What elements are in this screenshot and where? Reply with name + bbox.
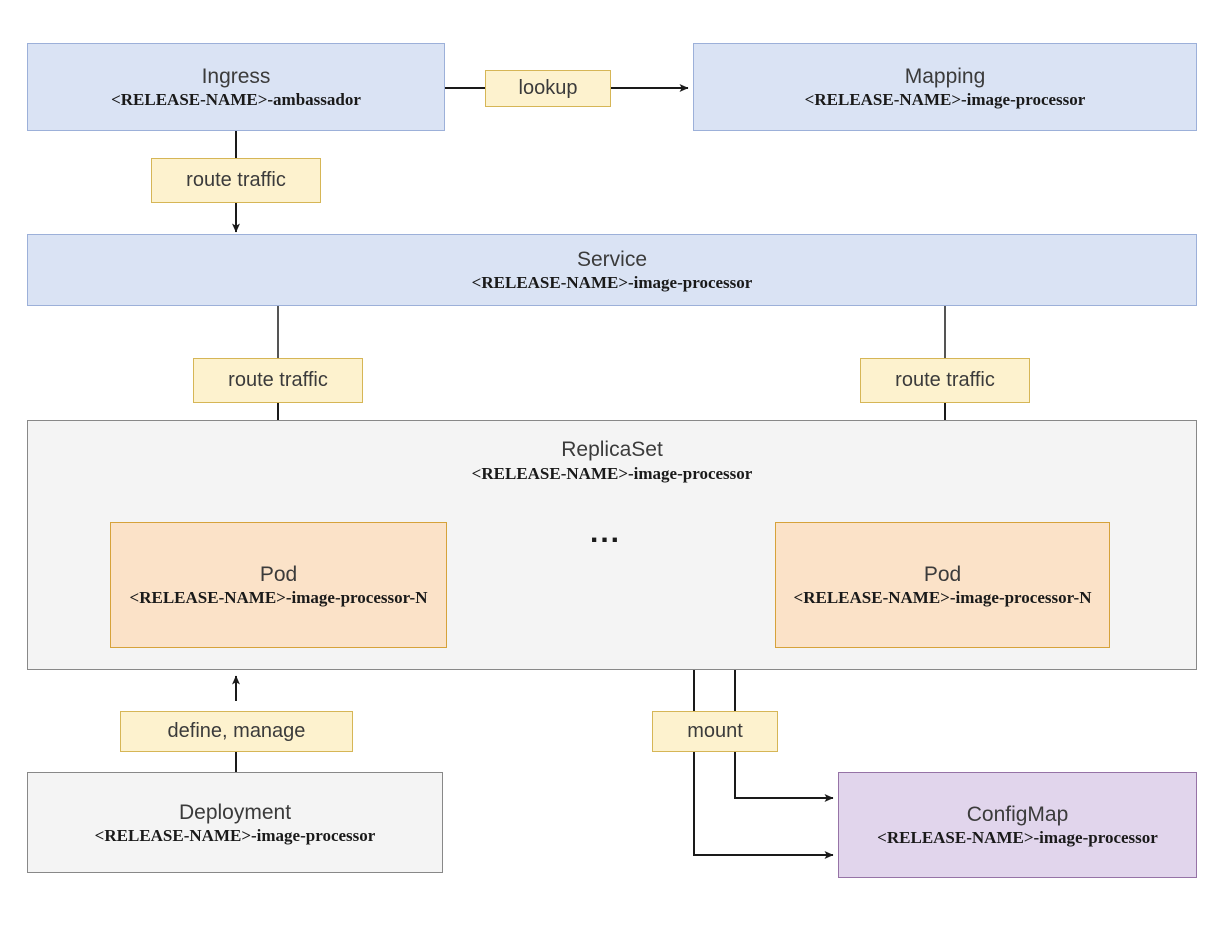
node-service[interactable]: Service <RELEASE-NAME>-image-processor xyxy=(27,234,1197,306)
service-title: Service xyxy=(576,248,648,271)
edge-label-define-manage[interactable]: define, manage xyxy=(120,711,353,752)
ingress-title: Ingress xyxy=(201,65,271,88)
replicaset-title: ReplicaSet xyxy=(561,438,663,461)
configmap-subtitle: <RELEASE-NAME>-image-processor xyxy=(877,828,1158,847)
node-configmap[interactable]: ConfigMap <RELEASE-NAME>-image-processor xyxy=(838,772,1197,878)
mapping-subtitle: <RELEASE-NAME>-image-processor xyxy=(804,90,1086,109)
pod-right-title: Pod xyxy=(923,563,962,586)
edge-label-mount[interactable]: mount xyxy=(652,711,778,752)
node-deployment[interactable]: Deployment <RELEASE-NAME>-image-processo… xyxy=(27,772,443,873)
node-pod-right[interactable]: Pod <RELEASE-NAME>-image-processor-N xyxy=(775,522,1110,648)
mapping-title: Mapping xyxy=(904,65,986,88)
pods-ellipsis: ... xyxy=(590,516,622,549)
edge-label-route-traffic-ingress[interactable]: route traffic xyxy=(151,158,321,203)
service-subtitle: <RELEASE-NAME>-image-processor xyxy=(471,273,753,292)
pod-right-subtitle: <RELEASE-NAME>-image-processor-N xyxy=(793,588,1092,607)
edge-label-lookup[interactable]: lookup xyxy=(485,70,611,107)
node-ingress[interactable]: Ingress <RELEASE-NAME>-ambassador xyxy=(27,43,445,131)
deployment-title: Deployment xyxy=(178,800,292,824)
ingress-subtitle: <RELEASE-NAME>-ambassador xyxy=(111,90,361,109)
edge-label-route-traffic-left[interactable]: route traffic xyxy=(193,358,363,403)
replicaset-subtitle: <RELEASE-NAME>-image-processor xyxy=(471,464,753,483)
pod-left-title: Pod xyxy=(259,563,298,586)
node-pod-left[interactable]: Pod <RELEASE-NAME>-image-processor-N xyxy=(110,522,447,648)
node-mapping[interactable]: Mapping <RELEASE-NAME>-image-processor xyxy=(693,43,1197,131)
deployment-subtitle: <RELEASE-NAME>-image-processor xyxy=(94,825,376,845)
configmap-title: ConfigMap xyxy=(966,803,1069,826)
edge-label-route-traffic-right[interactable]: route traffic xyxy=(860,358,1030,403)
pod-left-subtitle: <RELEASE-NAME>-image-processor-N xyxy=(129,588,428,607)
replicaset-label: ReplicaSet <RELEASE-NAME>-image-processo… xyxy=(28,437,1196,485)
